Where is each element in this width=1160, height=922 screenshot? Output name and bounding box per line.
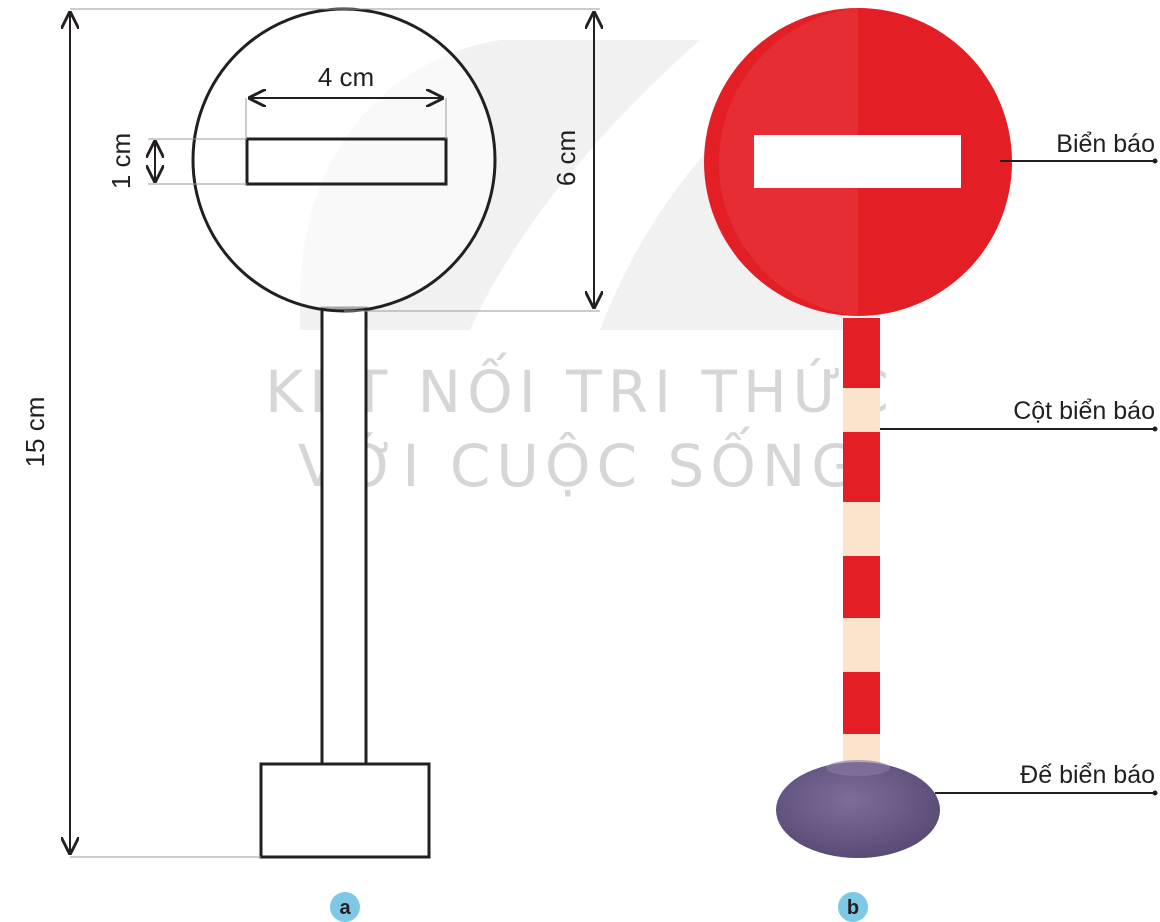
sign-white-bar [754,135,961,188]
badge-b-circle [838,892,868,922]
callout-label-sign: Biển báo [1056,130,1155,158]
sign-circle-outline [191,7,497,313]
dimension-label-total-height: 15 cm [20,397,50,468]
figure-b-model: Biển báo Cột biển báo Đế biển báo b [704,8,1158,922]
dimension-label-sign-diameter: 6 cm [551,130,581,186]
pole-outline [320,306,368,766]
watermark-line-1: KẾT NỐI TRI THỨC [265,351,895,426]
callout-label-pole: Cột biển báo [1013,397,1155,425]
watermark-line-2: VỚI CUỘC SỐNG [298,425,863,500]
base-outline [259,762,431,859]
callout-label-base: Đế biển báo [1020,761,1155,789]
badge-a-circle [330,892,360,922]
dimension-label-bar-height: 1 cm [106,133,136,189]
base-purple [776,762,940,858]
badge-a-label: a [339,897,351,919]
figure-a-drawing: 15 cm 6 cm 4 cm 1 cm a [20,7,600,922]
bar-outline [245,137,448,186]
badge-b-label: b [847,897,859,919]
pole-striped [843,318,880,774]
watermark-text: KẾT NỐI TRI THỨC VỚI CUỘC SỐNG [265,351,895,500]
dimension-label-bar-width: 4 cm [318,62,374,92]
